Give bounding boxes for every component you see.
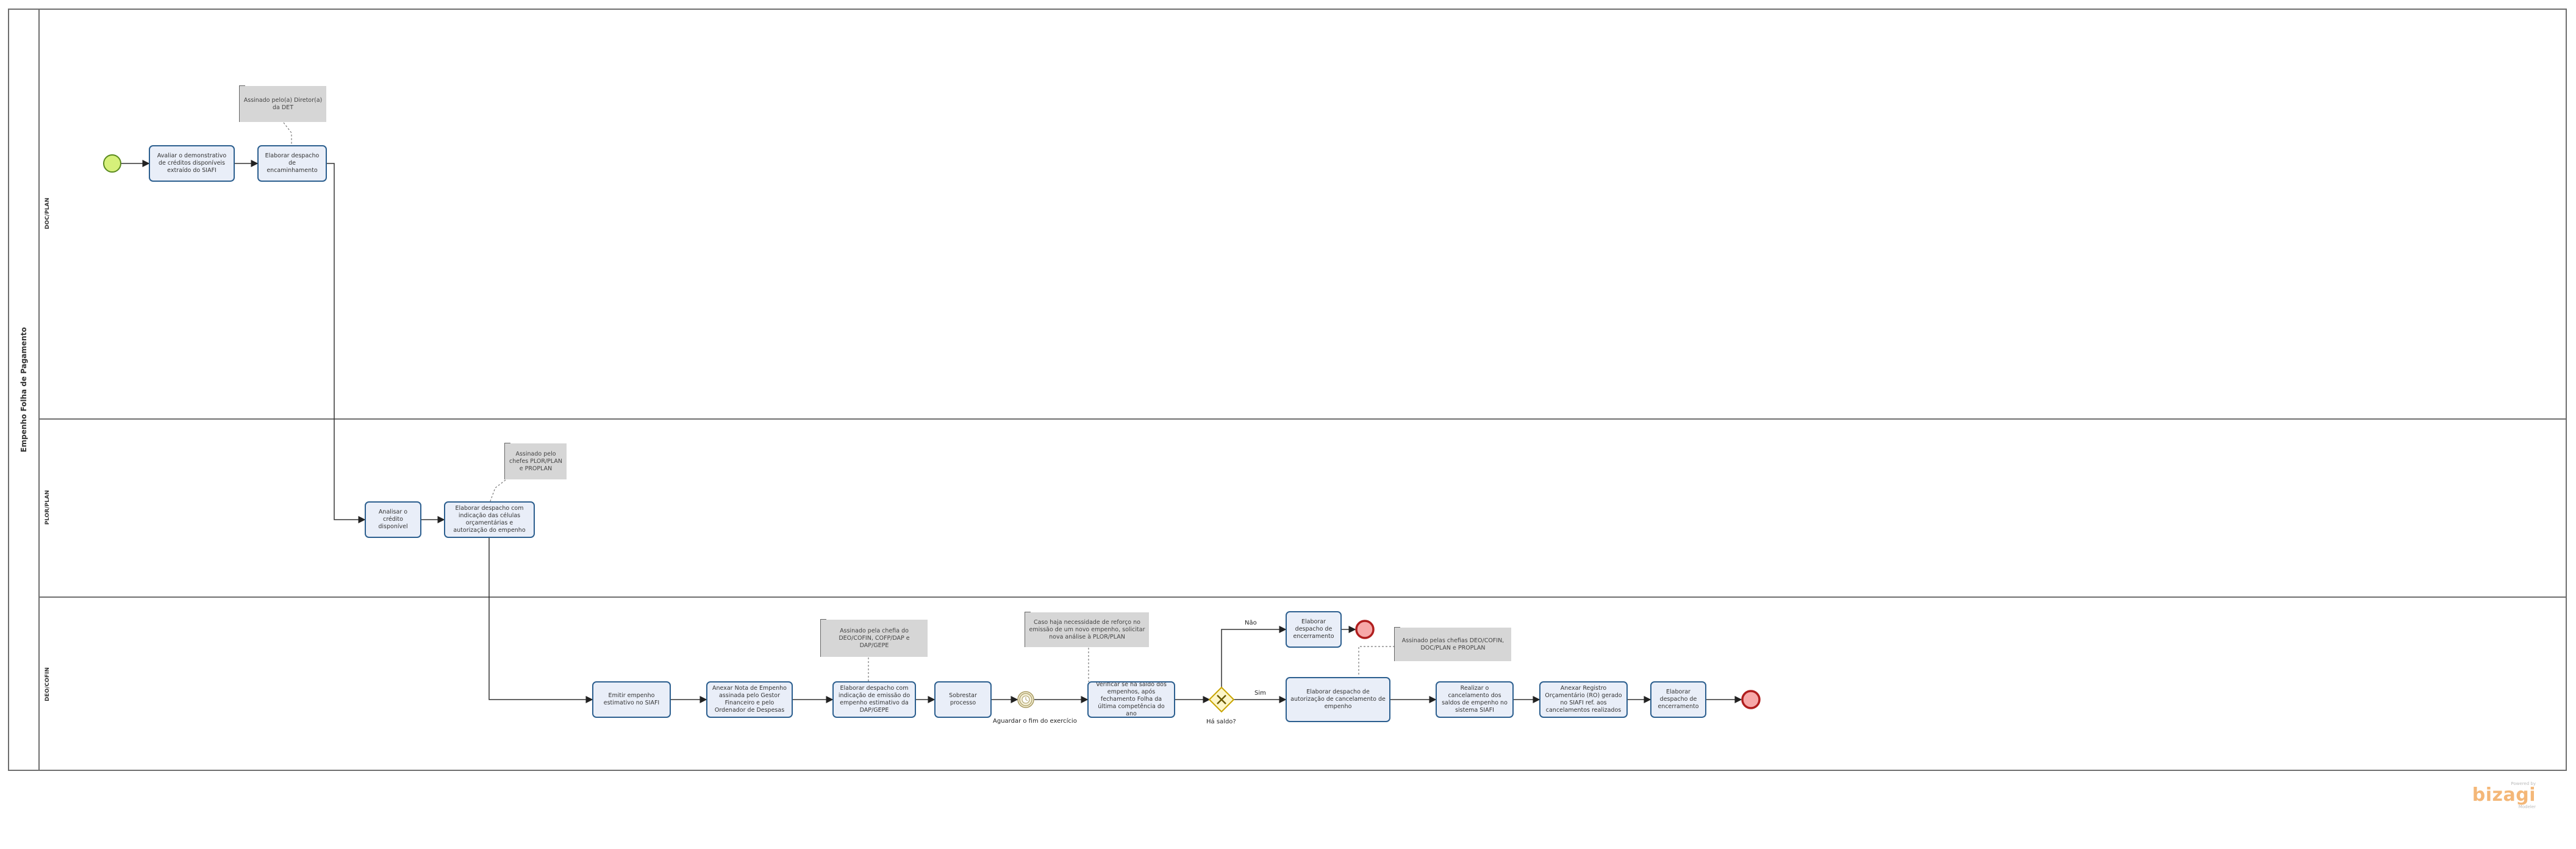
task-analisar-credito[interactable]: Analisar o crédito disponível — [365, 501, 421, 538]
annotation-reforco: Caso haja necessidade de reforço no emis… — [1025, 612, 1149, 647]
task-despacho-encerramento-2[interactable]: Elaborar despacho de encerramento — [1650, 681, 1706, 718]
flow-t4-to-t5 — [488, 535, 593, 703]
task-emitir-empenho[interactable]: Emitir empenho estimativo no SIAFI — [592, 681, 671, 718]
annotation-chefes-plor: Assinado pelo chefes PLOR/PLAN e PROPLAN — [505, 443, 567, 479]
annotation-diretor-det: Assinado pelo(a) Diretor(a) da DET — [240, 86, 326, 122]
flow-gateway-no — [1221, 626, 1287, 687]
task-anexar-registro-orcamentario[interactable]: Anexar Registro Orçamentário (RO) gerado… — [1539, 681, 1628, 718]
gateway-x-icon — [1217, 695, 1226, 704]
lane-header-divider — [38, 9, 40, 771]
branch-no-label: Não — [1245, 620, 1257, 626]
task-despacho-encerramento-1[interactable]: Elaborar despacho de encerramento — [1286, 611, 1342, 648]
lane-separator — [40, 596, 2567, 598]
end-event-2 — [1741, 690, 1761, 709]
bizagi-logo: Powered by bizagi Modeler — [2472, 781, 2536, 809]
gateway-label: Há saldo? — [1206, 718, 1236, 725]
assoc-a5 — [1358, 646, 1395, 676]
assoc-a1 — [283, 122, 292, 145]
start-event — [103, 154, 121, 173]
lane-separator — [40, 418, 2567, 420]
bizagi-wordmark: bizagi — [2472, 784, 2536, 806]
pool — [8, 9, 2567, 771]
task-realizar-cancelamento[interactable]: Realizar o cancelamento dos saldos de em… — [1436, 681, 1514, 718]
task-despacho-encaminhamento[interactable]: Elaborar despacho de encaminhamento — [257, 145, 327, 182]
task-despacho-emissao[interactable]: Elaborar despacho com indicação de emiss… — [832, 681, 916, 718]
flow-t2-to-t3 — [327, 163, 366, 523]
powered-by-text: Powered by — [2511, 781, 2536, 786]
task-sobrestar-processo[interactable]: Sobrestar processo — [934, 681, 992, 718]
assoc-a2 — [488, 479, 506, 505]
task-despacho-celulas[interactable]: Elaborar despacho com indicação das célu… — [444, 501, 535, 538]
modeler-text: Modeler — [2518, 804, 2536, 809]
end-event-1 — [1355, 620, 1375, 639]
timer-event-label: Aguardar o fim do exercício — [993, 718, 1077, 725]
branch-yes-label: Sim — [1254, 690, 1266, 697]
task-despacho-cancelamento[interactable]: Elaborar despacho de autorização de canc… — [1286, 677, 1390, 722]
task-avaliar-demonstrativo[interactable]: Avaliar o demonstrativo de créditos disp… — [149, 145, 235, 182]
annotation-chefia-deo: Assinado pela chefia do DEO/COFIN, COFP/… — [821, 620, 928, 657]
annotation-chefias-deo-doc: Assinado pelas chefias DEO/COFIN, DOC/PL… — [1395, 628, 1511, 661]
task-anexar-nota-empenho[interactable]: Anexar Nota de Empenho assinada pelo Ges… — [706, 681, 793, 718]
task-verificar-saldo[interactable]: Verificar se há saldo dos empenhos, após… — [1087, 681, 1175, 718]
